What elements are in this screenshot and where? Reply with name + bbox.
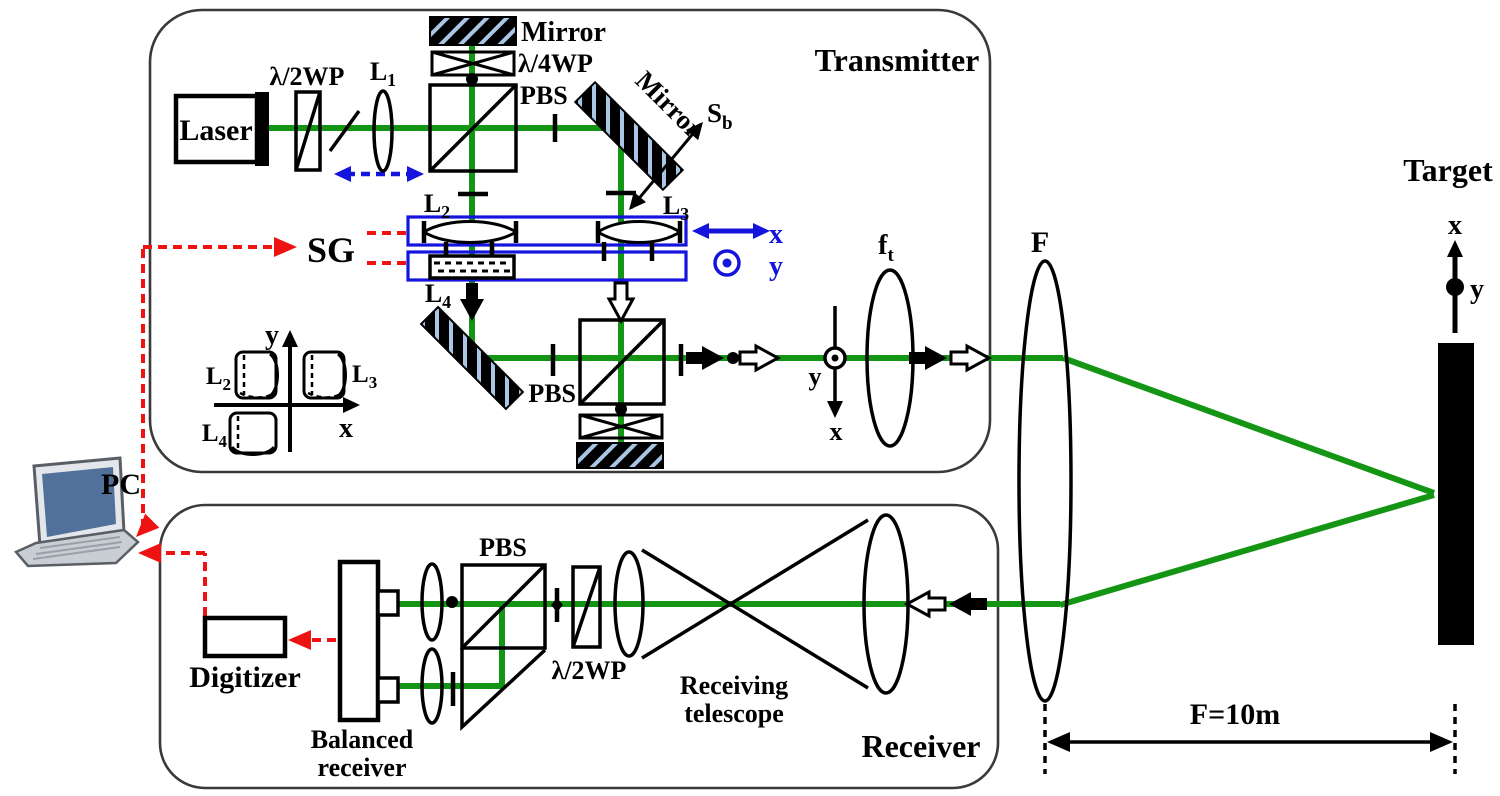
pbs3-label: PBS [479, 533, 527, 562]
beam-coordinate-marker [823, 306, 847, 418]
lens-l4-element [428, 254, 516, 280]
l4-label: L4 [425, 279, 451, 312]
blue-x-label: x [769, 219, 783, 250]
quarter-wave-plate-bottom [578, 413, 664, 440]
distance-dimension [1043, 704, 1457, 774]
half-wave-plate-transmitter [294, 90, 322, 172]
transmitter-box [148, 8, 992, 474]
half-wave-plate-receiver [571, 565, 602, 649]
mirror-top-label: Mirror [521, 17, 606, 48]
beam-from-target [1059, 492, 1435, 608]
cylinder-l2-icon [234, 350, 279, 400]
lens-l3-assembly [595, 220, 683, 261]
polarization-diamond [551, 598, 563, 612]
marker-x-label: x [830, 417, 843, 446]
l1-label: L1 [370, 57, 396, 90]
balanced-receiver-label-2: receiver [318, 753, 407, 782]
mirror-top [429, 16, 517, 46]
polarization-dot-1 [466, 73, 478, 85]
ft-label: ft [878, 230, 894, 266]
inset-l2-label: L2 [206, 363, 231, 394]
beam-arrow-left-black [949, 592, 987, 616]
polarization-dot-3 [727, 352, 739, 364]
receiver-box [158, 503, 1000, 790]
pbs-cube-1 [428, 83, 518, 173]
l2-label: L2 [424, 189, 450, 222]
pbs2-label: PBS [528, 379, 576, 408]
transmitter-label: Transmitter [815, 42, 980, 78]
tilted-plate [328, 109, 361, 153]
balanced-receiver [337, 559, 400, 723]
cylinder-l4-icon [228, 411, 278, 456]
blue-y-label: y [769, 251, 783, 282]
pbs1-label: PBS [520, 81, 568, 110]
receiver-lens-bottom [420, 647, 444, 725]
beam-arrow-right-black-1 [686, 346, 724, 370]
digitizer [202, 615, 288, 659]
beam-arrow-right-white-1 [738, 344, 780, 372]
marker-y-label: y [809, 362, 822, 391]
pc-label: PC [101, 468, 141, 501]
laser [173, 92, 269, 166]
inset-l3-label: L3 [352, 361, 377, 392]
pbs-cube-3 [460, 563, 547, 732]
sb-backscatter-arrow [622, 116, 710, 216]
blue-translation-stages [346, 171, 760, 282]
beam-to-target [1061, 355, 1436, 496]
blue-arrowheads [334, 166, 770, 268]
hwp-transmitter-label: λ/2WP [270, 62, 345, 91]
receiver-lens-top [420, 562, 444, 642]
target-label: Target [1403, 152, 1493, 188]
distance-label: F=10m [1190, 698, 1280, 731]
receiver-label: Receiver [861, 728, 980, 764]
inset-y-label: y [265, 320, 279, 351]
beam-arrow-down-white [607, 281, 635, 323]
target-x-label: x [1448, 210, 1462, 241]
inset-l4-label: L4 [202, 420, 228, 451]
stage-rect-lower [406, 250, 688, 282]
beam-arrow-right-black-2 [909, 346, 947, 370]
f-label: F [1031, 226, 1049, 259]
receiving-telescope-label-1: Receiving [680, 671, 788, 700]
mirror-fold-top-right [573, 80, 685, 192]
inset-x-label: x [339, 413, 353, 444]
cylinder-l3-icon [302, 350, 347, 400]
pbs-prism [460, 648, 547, 732]
target-axis [1446, 240, 1464, 333]
sb-label: Sb [707, 98, 733, 134]
polarization-ticks [450, 114, 684, 706]
digitizer-label: Digitizer [189, 661, 301, 694]
beam-arrow-down-black [460, 283, 484, 321]
receiving-telescope [613, 513, 910, 695]
stage-rect-upper [406, 215, 688, 247]
lens-f [1017, 259, 1073, 703]
sg-label: SG [307, 230, 355, 270]
receiving-telescope-label-2: telescope [684, 699, 784, 728]
polarization-dot-4 [446, 596, 458, 608]
mirror-fold-middle [419, 305, 525, 411]
laser-label: Laser [179, 114, 252, 147]
lens-l1 [372, 89, 394, 173]
target-bar [1438, 343, 1474, 645]
lens-orientation-inset [214, 330, 360, 456]
qwp-top-label: λ/4WP [518, 49, 593, 78]
l3-label: L3 [663, 191, 689, 224]
pc-laptop-icon [13, 456, 140, 568]
beam-arrow-right-white-2 [949, 344, 991, 372]
target-y-label: y [1470, 274, 1484, 305]
mirror-bottom [576, 442, 664, 469]
polarization-dot-2 [615, 403, 627, 415]
y-out-of-plane-icon [713, 249, 741, 277]
hwp-receiver-label: λ/2WP [552, 656, 627, 685]
balanced-receiver-label-1: Balanced [311, 725, 414, 754]
beam-arrow-left-white [905, 590, 947, 618]
